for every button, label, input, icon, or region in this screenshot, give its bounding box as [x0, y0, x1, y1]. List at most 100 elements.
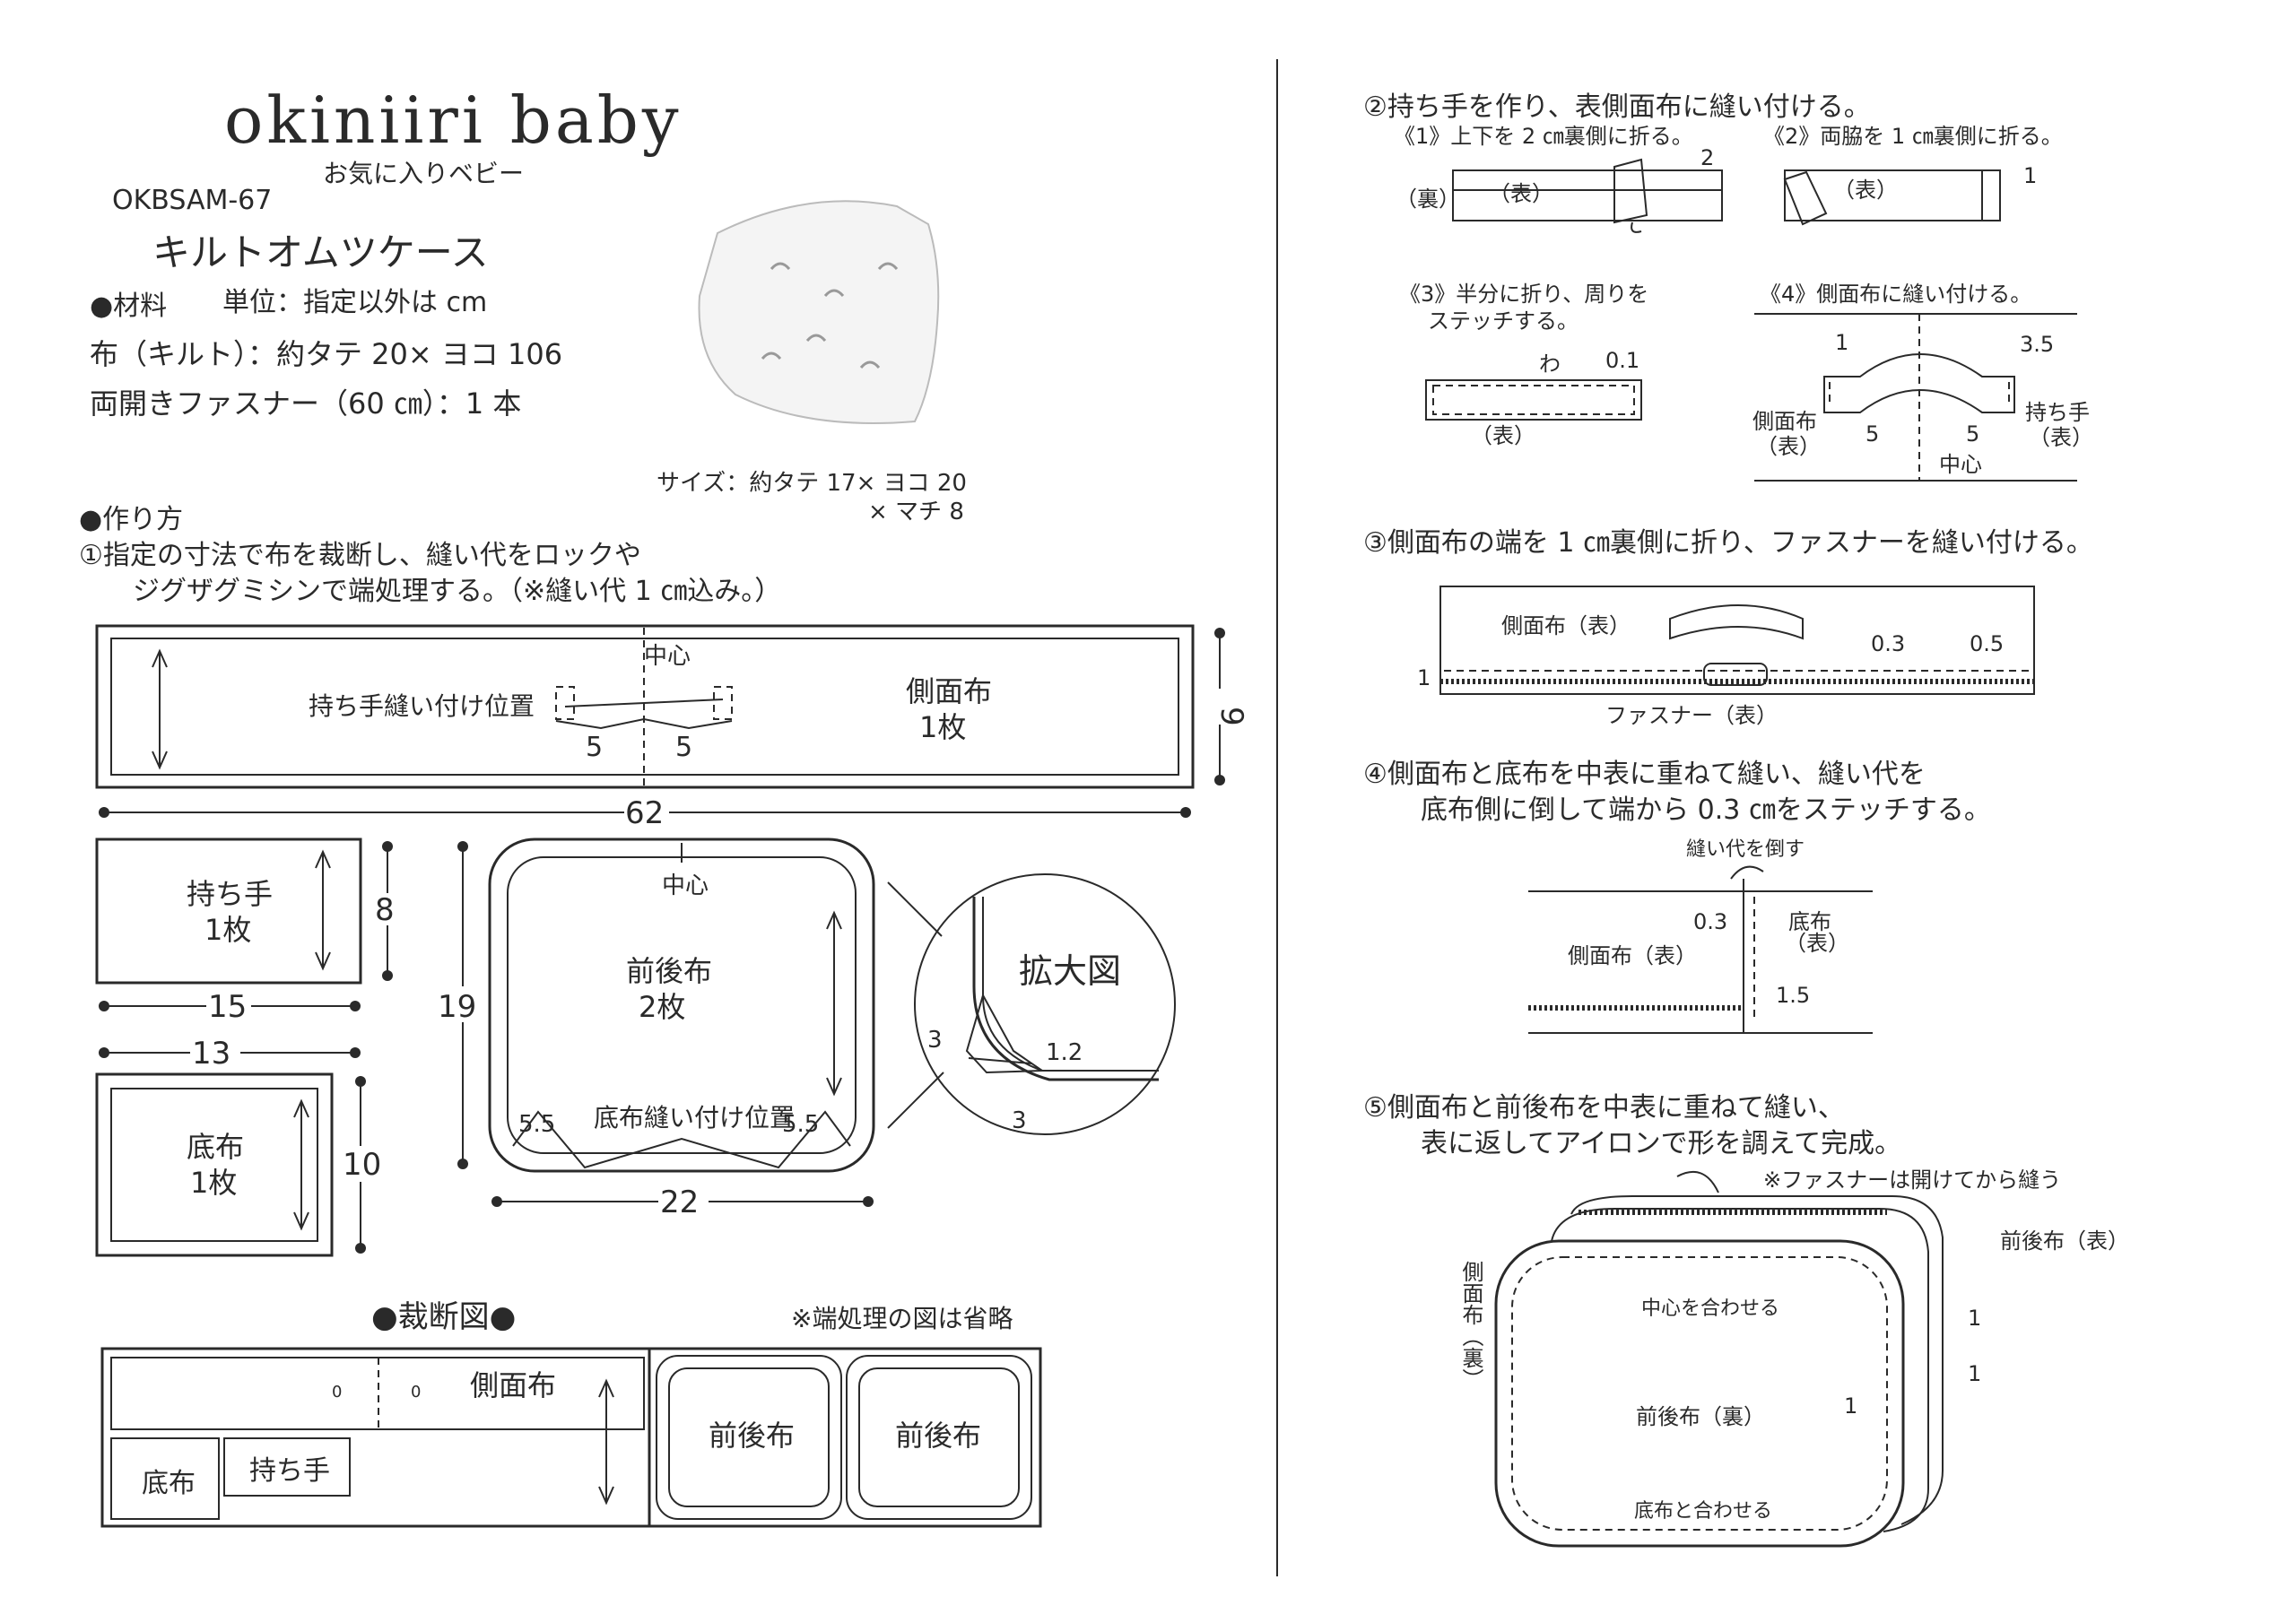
- step2-s3-wa: わ: [1539, 352, 1561, 377]
- side-panel-center-label: 中心: [644, 643, 691, 670]
- step2-s3-line1: 《3》半分に折り、周りを: [1399, 282, 1648, 307]
- cutting-heading: ●裁断図●: [371, 1299, 516, 1335]
- step5-zip-note: ※ファスナーは開けてから縫う: [1763, 1167, 2061, 1193]
- step2-s1-back: （裏）: [1396, 187, 1460, 212]
- step5-center-match: 中心を合わせる: [1641, 1298, 1779, 1320]
- bottom-count: 1枚: [190, 1166, 237, 1200]
- side-panel-dim-5b: 5: [675, 732, 692, 763]
- step3-side: 側面布（表）: [1501, 613, 1631, 638]
- side-panel-name: 側面布: [906, 674, 992, 708]
- side-panel-width: 62: [625, 795, 664, 831]
- step5-diagram: ※ファスナーは開けてから縫う 前後布（表） 中心を合わせる 前後布（裏） 底布と…: [1458, 1167, 2129, 1548]
- handle-name: 持ち手: [187, 877, 273, 911]
- svg-text:0: 0: [411, 1383, 421, 1402]
- zoom-dim-c: 3: [1012, 1107, 1027, 1134]
- material-item-zipper: 両開きファスナー（60 ㎝）：1 本: [90, 386, 522, 421]
- brand-logo: okiniiri baby: [224, 82, 683, 158]
- bottom-name: 底布: [187, 1130, 244, 1164]
- bottom-position-label: 底布縫い付け位置: [594, 1103, 795, 1133]
- zoom-detail: 拡大図 3 1.2 3: [887, 873, 1176, 1135]
- step2-heading: ②持ち手を作り、表側面布に縫い付ける。: [1363, 91, 1871, 123]
- front-back-pattern: 中心 前後布 2枚 5.5 底布縫い付け位置 5.5 22 19: [436, 838, 875, 1220]
- step1-line1: ①指定の寸法で布を裁断し、縫い代をロックや: [79, 540, 641, 571]
- page-title: キルトオムツケース: [152, 230, 489, 274]
- side-panel-count: 1枚: [919, 710, 966, 744]
- front-back-count: 2枚: [639, 990, 685, 1024]
- front-back-width: 22: [660, 1185, 699, 1220]
- step2-s4-side2: （表）: [1756, 434, 1821, 459]
- cutting-front-back-1: 前後布: [709, 1419, 795, 1453]
- unit-note: 単位：指定以外は cm: [222, 287, 488, 318]
- step2-s4-5b: 5: [1966, 421, 1979, 447]
- handle-height: 8: [375, 892, 395, 928]
- step2-s1-front: （表）: [1489, 181, 1553, 206]
- step4-heading-2: 底布側に倒して端から 0.3 ㎝をステッチする。: [1421, 794, 1991, 826]
- side-panel-pattern: 中心 持ち手縫い付け位置 5 5 側面布 1枚 62 9: [95, 624, 1249, 831]
- materials-heading: ●材料: [90, 291, 168, 322]
- cutting-front-back-2: 前後布: [895, 1419, 981, 1453]
- step2-s4-handle2: （表）: [2029, 425, 2093, 450]
- step4-heading-1: ④側面布と底布を中表に重ねて縫い、縫い代を: [1363, 759, 1926, 790]
- side-panel-dim-5a: 5: [586, 732, 603, 763]
- step5-bottom-match: 底布と合わせる: [1634, 1500, 1772, 1523]
- step2-s4-handle: 持ち手: [2025, 400, 2090, 425]
- front-back-dim-55a: 5.5: [518, 1111, 555, 1138]
- step4-n03: 0.3: [1693, 909, 1727, 934]
- cutting-handle: 持ち手: [249, 1455, 330, 1487]
- zoom-label: 拡大図: [1019, 951, 1121, 991]
- step2-s3-num: 0.1: [1605, 348, 1639, 373]
- step5-n1b: 1: [1968, 1361, 1981, 1386]
- zoom-dim-b: 1.2: [1046, 1039, 1083, 1066]
- cutting-bottom: 底布: [142, 1468, 196, 1499]
- step3-zipper: ファスナー（表）: [1605, 703, 1778, 728]
- size-line-2: × マチ 8: [868, 499, 964, 525]
- step2-s4-side: 側面布: [1752, 409, 1817, 434]
- step4-n15: 1.5: [1776, 983, 1810, 1008]
- bottom-height: 10: [343, 1147, 381, 1183]
- front-back-height: 19: [438, 989, 476, 1025]
- front-back-name: 前後布: [626, 954, 712, 988]
- step2-s3-line2: ステッチする。: [1428, 308, 1578, 334]
- step4-fold: 縫い代を倒す: [1686, 838, 1805, 861]
- step1-line2: ジグザグミシンで端処理する。（※縫い代 1 ㎝込み。）: [133, 576, 782, 607]
- side-panel-height: 9: [1213, 707, 1249, 726]
- step5-fb-back: 前後布（裏）: [1636, 1404, 1765, 1429]
- cutting-layout: ●裁断図● ※端処理の図は省略 0 0 側面布 底布 持ち手 前後布 前後布: [100, 1299, 1042, 1528]
- step2-s2: 《2》両脇を 1 ㎝裏側に折る。: [1763, 124, 2063, 149]
- step4-bottom: 底布: [1788, 909, 1831, 934]
- method-heading: ●作り方: [79, 504, 184, 535]
- handle-position-label: 持ち手縫い付け位置: [309, 691, 535, 721]
- bottom-width: 13: [192, 1036, 230, 1072]
- step3-n03: 0.3: [1871, 631, 1905, 656]
- step4-bottom2: （表）: [1785, 931, 1849, 956]
- step5-heading-2: 表に返してアイロンで形を調えて完成。: [1421, 1128, 1902, 1159]
- cutting-note: ※端処理の図は省略: [791, 1304, 1013, 1333]
- step3-n1: 1: [1417, 665, 1431, 690]
- step5-heading-1: ⑤側面布と前後布を中表に重ねて縫い、: [1363, 1092, 1845, 1124]
- brand-subtitle: お気に入りベビー: [323, 159, 525, 188]
- step2-s4: 《4》側面布に縫い付ける。: [1760, 282, 2031, 307]
- bottom-pattern: 13 底布 1枚 10: [95, 1036, 391, 1257]
- product-code: OKBSAM-67: [112, 185, 273, 216]
- step5-n1a: 1: [1968, 1306, 1981, 1331]
- step2-s4-n1: 1: [1835, 330, 1848, 355]
- step2-s2-front: （表）: [1833, 178, 1898, 203]
- svg-text:0: 0: [332, 1383, 342, 1402]
- step3-heading: ③側面布の端を 1 ㎝裏側に折り、ファスナーを縫い付ける。: [1363, 527, 2093, 559]
- step2-s4-center: 中心: [1939, 452, 1982, 477]
- step3-diagram: 側面布（表） 1 0.3 0.5 ファスナー（表）: [1417, 586, 2035, 728]
- step2-s4-5a: 5: [1866, 421, 1879, 447]
- step4-side: 側面布（表）: [1568, 943, 1697, 968]
- step2-s3-front: （表）: [1471, 423, 1535, 448]
- step5-fb-front: 前後布（表）: [2000, 1228, 2129, 1254]
- step5-side-back: 側面布（裏）: [1458, 1261, 1483, 1390]
- handle-width: 15: [208, 989, 247, 1025]
- material-item-fabric: 布（キルト）：約タテ 20× ヨコ 106: [90, 337, 563, 371]
- front-back-center-label: 中心: [662, 872, 709, 899]
- cutting-side: 側面布: [470, 1368, 556, 1402]
- step3-n05: 0.5: [1970, 631, 2004, 656]
- step2-s1: 《1》上下を 2 ㎝裏側に折る。: [1394, 124, 1693, 149]
- step4-diagram: 縫い代を倒す 0.3 底布 （表） 側面布（表） 1.5: [1528, 838, 1873, 1034]
- product-illustration: [698, 200, 940, 424]
